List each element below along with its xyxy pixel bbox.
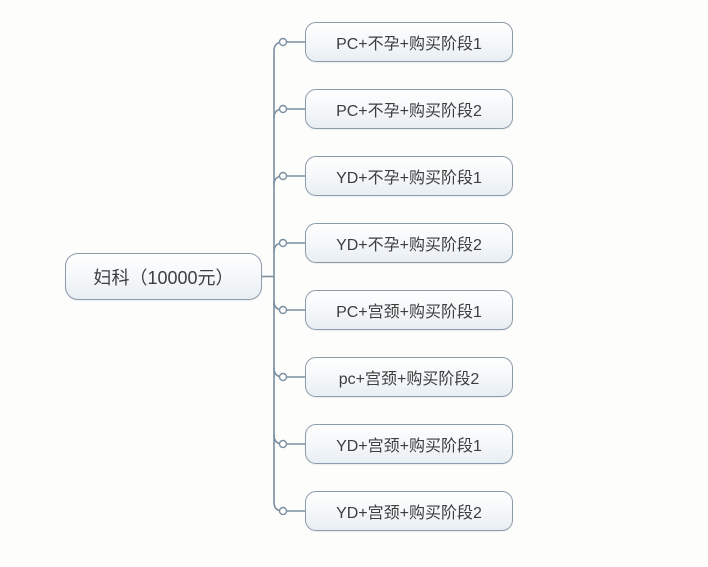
child-node-4[interactable]: YD+不孕+购买阶段2 <box>305 223 513 263</box>
branch-toggle-dot[interactable] <box>278 171 288 181</box>
branch-toggle-dot[interactable] <box>278 372 288 382</box>
branch-toggle-dot[interactable] <box>278 439 288 449</box>
branch-toggle-dot[interactable] <box>278 37 288 47</box>
child-node-label: YD+宫颈+购买阶段1 <box>336 438 482 455</box>
child-node-label: YD+不孕+购买阶段1 <box>336 170 482 187</box>
root-node-label: 妇科（10000元） <box>93 267 234 288</box>
child-node-2[interactable]: PC+不孕+购买阶段2 <box>305 89 513 129</box>
child-node-5[interactable]: PC+宫颈+购买阶段1 <box>305 290 513 330</box>
root-node[interactable]: 妇科（10000元） <box>65 253 262 300</box>
trunk-line <box>273 41 284 512</box>
child-node-8[interactable]: YD+宫颈+购买阶段2 <box>305 491 513 531</box>
branch-toggle-dot[interactable] <box>278 305 288 315</box>
child-node-1[interactable]: PC+不孕+购买阶段1 <box>305 22 513 62</box>
child-node-label: PC+不孕+购买阶段2 <box>336 103 482 120</box>
branch-toggle-dot[interactable] <box>278 104 288 114</box>
child-node-6[interactable]: pc+宫颈+购买阶段2 <box>305 357 513 397</box>
child-node-label: PC+不孕+购买阶段1 <box>336 36 482 53</box>
child-node-7[interactable]: YD+宫颈+购买阶段1 <box>305 424 513 464</box>
branch-toggle-dot[interactable] <box>278 506 288 516</box>
child-node-3[interactable]: YD+不孕+购买阶段1 <box>305 156 513 196</box>
branch-toggle-dot[interactable] <box>278 238 288 248</box>
child-node-label: YD+不孕+购买阶段2 <box>336 237 482 254</box>
child-node-label: YD+宫颈+购买阶段2 <box>336 505 482 522</box>
child-node-label: pc+宫颈+购买阶段2 <box>338 371 480 388</box>
child-node-label: PC+宫颈+购买阶段1 <box>336 304 482 321</box>
